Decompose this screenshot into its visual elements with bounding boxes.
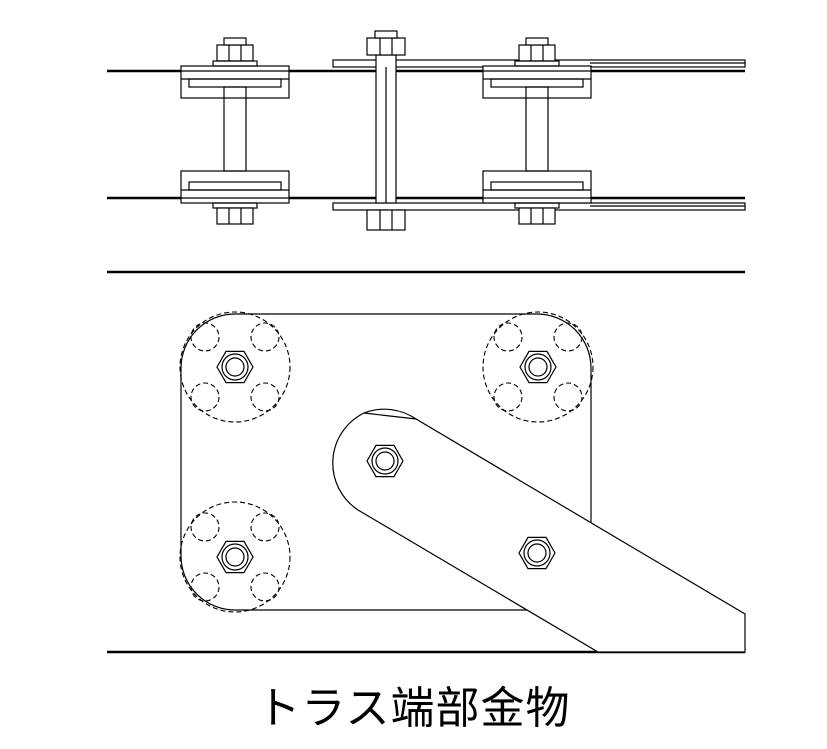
bolt-nut-upper-left: [216, 350, 254, 384]
bolt-nut-diagonal-upper: [366, 444, 404, 478]
nut-bottom-center: [366, 209, 406, 231]
bolt-nut-lower-left: [216, 540, 254, 574]
left-clamp-assembly: [180, 37, 290, 225]
dashed-washer-outlines: [179, 311, 594, 613]
center-bolt-assembly: [366, 30, 406, 231]
right-clamp-assembly: [482, 37, 592, 225]
bolt-nuts: [216, 350, 557, 574]
top-view: [107, 30, 746, 274]
nut-bottom-left: [216, 207, 254, 225]
nut-top-left: [216, 44, 254, 62]
drawing-caption: トラス端部金物: [256, 683, 571, 734]
diagonal-member: [332, 412, 746, 653]
nut-top-center: [366, 37, 406, 56]
elevation-view: [107, 311, 746, 654]
nut-top-right: [518, 44, 556, 62]
nut-bottom-right: [518, 207, 556, 225]
bolt-nut-diagonal-lower: [518, 536, 556, 570]
base-plate: [180, 313, 592, 611]
bolt-nut-upper-right: [519, 350, 557, 384]
